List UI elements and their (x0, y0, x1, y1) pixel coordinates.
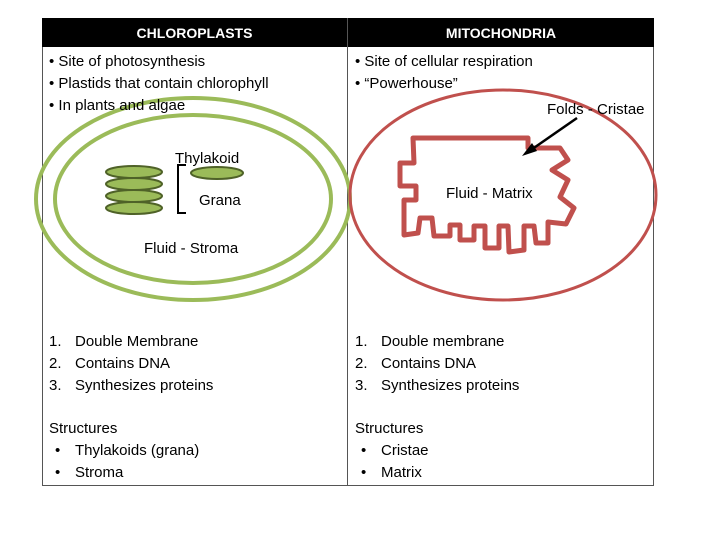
cristae-arrow-head (522, 143, 537, 156)
cristae-inner-membrane (397, 135, 577, 255)
single-thylakoid (190, 166, 244, 180)
mitochondria-bullet: • “Powerhouse” (355, 75, 458, 92)
mitochondria-structures: Structures •Cristae •Matrix (355, 418, 429, 484)
thylakoid-disc (105, 189, 163, 203)
chloroplast-outer-membrane (34, 96, 352, 302)
list-item: 3.Synthesizes proteins (355, 377, 520, 394)
mitochondria-description: • Site of cellular respiration • “Powerh… (355, 51, 533, 95)
list-item: •Thylakoids (grana) (55, 442, 200, 459)
grana-stack (105, 165, 163, 215)
column-divider (347, 18, 348, 486)
list-item: •Stroma (55, 464, 124, 481)
chloroplast-bullet: • In plants and algae (49, 97, 186, 114)
chloroplast-description: • Site of photosynthesis • Plastids that… (49, 51, 269, 117)
list-item: •Matrix (361, 464, 422, 481)
chloroplast-features: 1.Double Membrane 2.Contains DNA 3.Synth… (49, 331, 213, 397)
stroma-label: Fluid - Stroma (144, 240, 239, 257)
list-item: 1.Double Membrane (49, 333, 199, 350)
list-item: 1.Double membrane (355, 333, 505, 350)
structures-title: Structures (355, 420, 424, 437)
chloroplast-bullet: • Plastids that contain chlorophyll (49, 75, 269, 92)
list-item: 3.Synthesizes proteins (49, 377, 214, 394)
thylakoid-label: Thylakoid (175, 150, 240, 167)
mitochondria-outer-membrane (348, 88, 658, 302)
list-item: •Cristae (361, 442, 429, 459)
structures-title: Structures (49, 420, 118, 437)
mitochondria-header: MITOCHONDRIA (348, 18, 654, 47)
chloroplast-inner-membrane (53, 113, 333, 285)
list-item: 2.Contains DNA (49, 355, 171, 372)
grana-label: Grana (199, 192, 241, 209)
cristae-arrow-line (527, 116, 578, 154)
thylakoid-disc (105, 201, 163, 215)
mitochondria-bullet: • Site of cellular respiration (355, 53, 533, 70)
chloroplast-bullet: • Site of photosynthesis (49, 53, 206, 70)
thylakoid-disc (105, 165, 163, 179)
list-item: 2.Contains DNA (355, 355, 477, 372)
chloroplasts-header: CHLOROPLASTS (42, 18, 347, 47)
grana-bracket (177, 164, 186, 214)
cristae-label: Folds - Cristae (547, 101, 645, 118)
thylakoid-disc (105, 177, 163, 191)
chloroplast-structures: Structures •Thylakoids (grana) •Stroma (49, 418, 199, 484)
matrix-label: Fluid - Matrix (446, 185, 533, 202)
mitochondria-features: 1.Double membrane 2.Contains DNA 3.Synth… (355, 331, 519, 397)
